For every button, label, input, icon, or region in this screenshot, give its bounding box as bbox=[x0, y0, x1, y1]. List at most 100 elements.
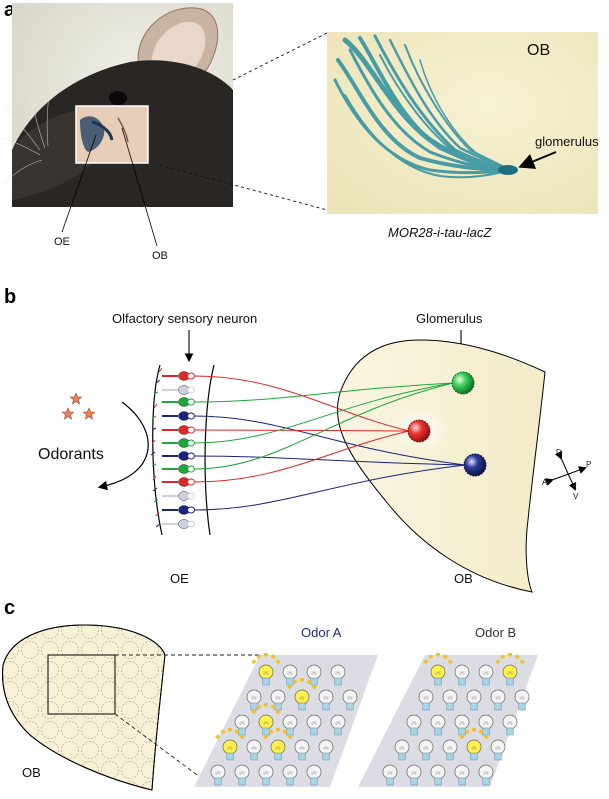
unlit-bulb-icon: (//) bbox=[234, 714, 250, 736]
lit-bulb-icon: (//) bbox=[423, 653, 453, 686]
svg-text:(//): (//) bbox=[484, 720, 490, 725]
unlit-bulb-icon: (//) bbox=[490, 739, 506, 761]
svg-text:(//): (//) bbox=[472, 745, 478, 750]
unlit-bulb-icon: (//) bbox=[406, 714, 422, 736]
svg-text:(//): (//) bbox=[484, 670, 490, 675]
svg-text:(//): (//) bbox=[484, 770, 490, 775]
svg-text:(//): (//) bbox=[448, 745, 454, 750]
unlit-bulb-icon: (//) bbox=[442, 739, 458, 761]
svg-text:(//): (//) bbox=[388, 770, 394, 775]
svg-text:(//): (//) bbox=[228, 745, 234, 750]
svg-text:(//): (//) bbox=[312, 720, 318, 725]
odorant-stars bbox=[61, 392, 96, 420]
svg-text:(//): (//) bbox=[252, 695, 258, 700]
unlit-bulb-icon: (//) bbox=[306, 664, 322, 686]
panel-b-oe-label: OE bbox=[170, 571, 189, 586]
svg-text:(//): (//) bbox=[436, 720, 442, 725]
svg-text:(//): (//) bbox=[312, 670, 318, 675]
panel-c-label: c bbox=[4, 597, 15, 619]
odor-b-label: Odor B bbox=[475, 625, 516, 640]
unlit-bulb-icon: (//) bbox=[210, 764, 226, 786]
glomerulus-red bbox=[407, 419, 431, 443]
svg-text:(//): (//) bbox=[324, 695, 330, 700]
odor-a-bulbs: (//) (//) (//) (//) (//) (//) (//) (//) (//) (//)… bbox=[210, 653, 358, 786]
svg-text:(//): (//) bbox=[264, 770, 270, 775]
sensory-neuron-blue bbox=[162, 451, 466, 466]
axon-blue bbox=[193, 455, 466, 466]
svg-text:(//): (//) bbox=[496, 695, 502, 700]
axis-indicator bbox=[544, 450, 587, 491]
svg-text:(//): (//) bbox=[288, 770, 294, 775]
unlit-bulb-icon: (//) bbox=[318, 689, 334, 711]
unlit-bulb-icon: (//) bbox=[466, 689, 482, 711]
panel-a-oe-label: OE bbox=[54, 236, 70, 248]
sensory-neuron-blue bbox=[162, 464, 466, 515]
axis-v: V bbox=[573, 492, 579, 501]
sensory-neuron-red bbox=[162, 430, 410, 487]
svg-text:(//): (//) bbox=[240, 770, 246, 775]
unlit-bulb-icon: (//) bbox=[442, 689, 458, 711]
sensory-neuron-grey bbox=[162, 491, 195, 501]
odorants-label: Odorants bbox=[38, 446, 104, 463]
svg-text:(//): (//) bbox=[412, 770, 418, 775]
svg-text:(//): (//) bbox=[412, 720, 418, 725]
svg-text:(//): (//) bbox=[252, 745, 258, 750]
unlit-bulb-icon: (//) bbox=[246, 689, 262, 711]
sensory-neuron-green bbox=[162, 382, 454, 448]
svg-text:(//): (//) bbox=[508, 720, 514, 725]
axis-d: D bbox=[556, 448, 562, 457]
neuron-title: Olfactory sensory neuron bbox=[112, 311, 257, 326]
svg-text:(//): (//) bbox=[240, 720, 246, 725]
svg-text:(//): (//) bbox=[300, 695, 306, 700]
svg-text:(//): (//) bbox=[300, 745, 306, 750]
svg-text:(//): (//) bbox=[460, 720, 466, 725]
unlit-bulb-icon: (//) bbox=[430, 764, 446, 786]
unlit-bulb-icon: (//) bbox=[282, 764, 298, 786]
axis-p: P bbox=[586, 460, 591, 469]
unlit-bulb-icon: (//) bbox=[478, 664, 494, 686]
unlit-bulb-icon: (//) bbox=[430, 714, 446, 736]
unlit-bulb-icon: (//) bbox=[306, 714, 322, 736]
lacz-micrograph bbox=[327, 32, 598, 214]
odorant-arrow bbox=[97, 401, 149, 491]
olfactory-bulb-shape bbox=[336, 339, 546, 593]
svg-text:(//): (//) bbox=[264, 720, 270, 725]
svg-text:(//): (//) bbox=[312, 770, 318, 775]
axon-red bbox=[193, 375, 410, 432]
axon-blue bbox=[193, 464, 466, 511]
lit-bulb-icon: (//) bbox=[251, 703, 281, 736]
axon-green bbox=[193, 382, 454, 444]
svg-text:(//): (//) bbox=[336, 720, 342, 725]
svg-text:(//): (//) bbox=[460, 770, 466, 775]
unlit-bulb-icon: (//) bbox=[454, 764, 470, 786]
panel-b-label: b bbox=[4, 286, 16, 308]
unlit-bulb-icon: (//) bbox=[330, 714, 346, 736]
sensory-neuron-red bbox=[162, 425, 410, 435]
unlit-bulb-icon: (//) bbox=[418, 689, 434, 711]
svg-text:(//): (//) bbox=[400, 745, 406, 750]
svg-text:(//): (//) bbox=[336, 670, 342, 675]
unlit-bulb-icon: (//) bbox=[306, 764, 322, 786]
svg-text:(//): (//) bbox=[348, 695, 354, 700]
unlit-bulb-icon: (//) bbox=[418, 739, 434, 761]
panel-b-ob-label: OB bbox=[454, 571, 473, 586]
axon-green bbox=[193, 382, 454, 470]
odor-b-bulbs: (//) (//) (//) (//) (//) (//) (//) (//) (//) (//)… bbox=[382, 653, 530, 786]
svg-text:(//): (//) bbox=[288, 670, 294, 675]
unlit-bulb-icon: (//) bbox=[478, 764, 494, 786]
svg-text:(//): (//) bbox=[496, 745, 502, 750]
svg-text:(//): (//) bbox=[424, 695, 430, 700]
unlit-bulb-icon: (//) bbox=[394, 739, 410, 761]
lit-bulb-icon: (//) bbox=[495, 653, 525, 686]
unlit-bulb-icon: (//) bbox=[294, 739, 310, 761]
svg-text:(//): (//) bbox=[460, 670, 466, 675]
svg-text:(//): (//) bbox=[276, 745, 282, 750]
glomerulus-green bbox=[451, 371, 475, 395]
axon-red bbox=[193, 429, 410, 432]
axis-a: A bbox=[542, 478, 548, 487]
mouse-photo bbox=[1, 3, 233, 207]
unlit-bulb-icon: (//) bbox=[406, 764, 422, 786]
glomerulus-title: Glomerulus bbox=[416, 311, 483, 326]
unlit-bulb-icon: (//) bbox=[270, 689, 286, 711]
unlit-bulb-icon: (//) bbox=[490, 689, 506, 711]
